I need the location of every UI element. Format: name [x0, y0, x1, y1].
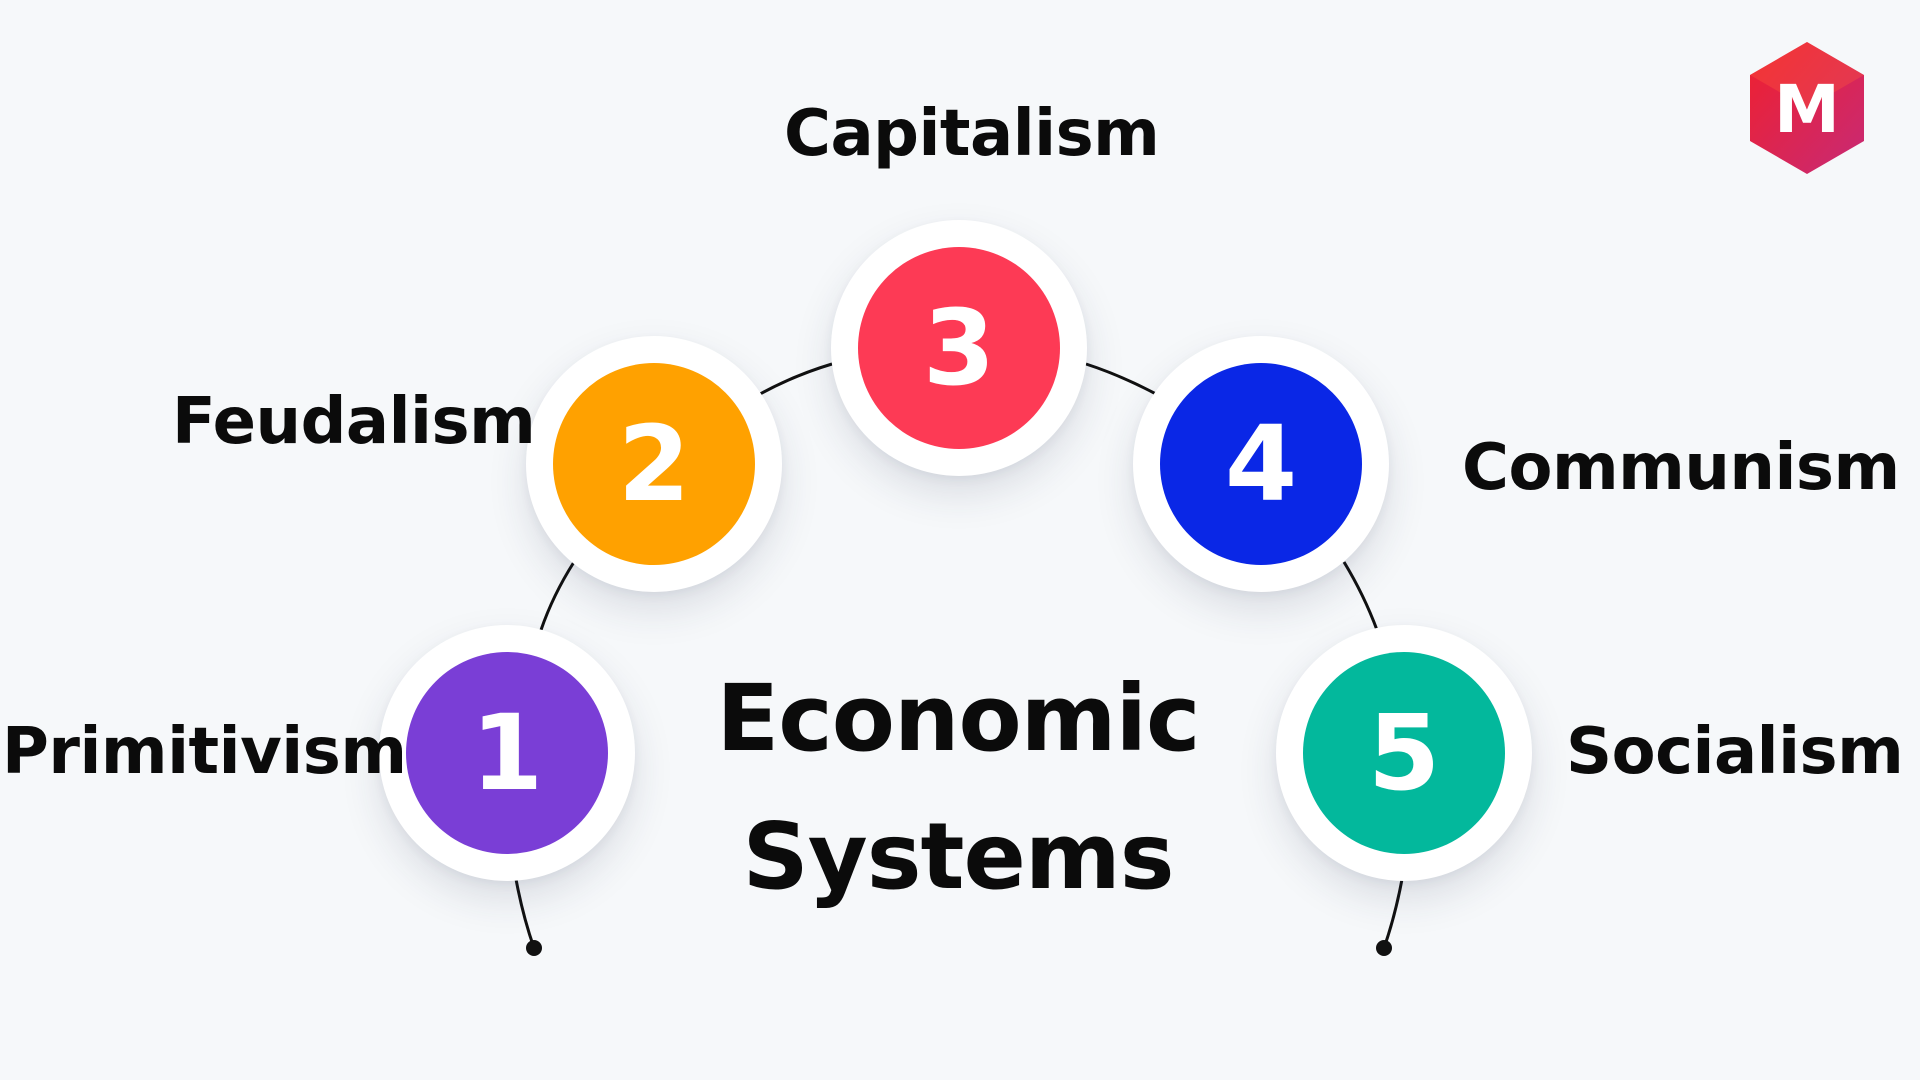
- step-node-3: 3: [831, 220, 1087, 476]
- step-label-1: Primitivism: [2, 715, 407, 789]
- step-label-3: Capitalism: [784, 97, 1160, 171]
- step-number-2: 2: [617, 403, 691, 525]
- step-node-1-circle: 1: [406, 652, 608, 854]
- connector-1-2: [539, 561, 576, 631]
- diagram-title-line-1: Economic: [716, 665, 1200, 772]
- step-node-2-circle: 2: [553, 363, 755, 565]
- step-node-4: 4: [1133, 336, 1389, 592]
- step-node-3-circle: 3: [858, 247, 1060, 449]
- step-label-2: Feudalism: [172, 385, 536, 459]
- step-label-5: Socialism: [1566, 715, 1904, 789]
- brand-logo-letter: M: [1774, 71, 1840, 148]
- connector-4-5: [1342, 561, 1379, 631]
- connector-2-3: [759, 362, 833, 396]
- step-number-5: 5: [1367, 692, 1441, 814]
- step-number-3: 3: [922, 287, 996, 409]
- step-label-4: Communism: [1462, 431, 1900, 505]
- step-node-2: 2: [526, 336, 782, 592]
- step-number-1: 1: [470, 692, 544, 814]
- diagram-title-line-2: Systems: [742, 803, 1175, 910]
- connector-5-dot: [1376, 940, 1392, 956]
- connector-3-4: [1085, 362, 1157, 396]
- step-node-5-circle: 5: [1303, 652, 1505, 854]
- step-node-5: 5: [1276, 625, 1532, 881]
- diagram-title: Economic Systems: [698, 650, 1218, 926]
- step-number-4: 4: [1224, 403, 1298, 525]
- step-node-4-circle: 4: [1160, 363, 1362, 565]
- brand-logo-icon: M: [1750, 42, 1864, 174]
- connector-1-dot: [526, 940, 542, 956]
- step-node-1: 1: [379, 625, 635, 881]
